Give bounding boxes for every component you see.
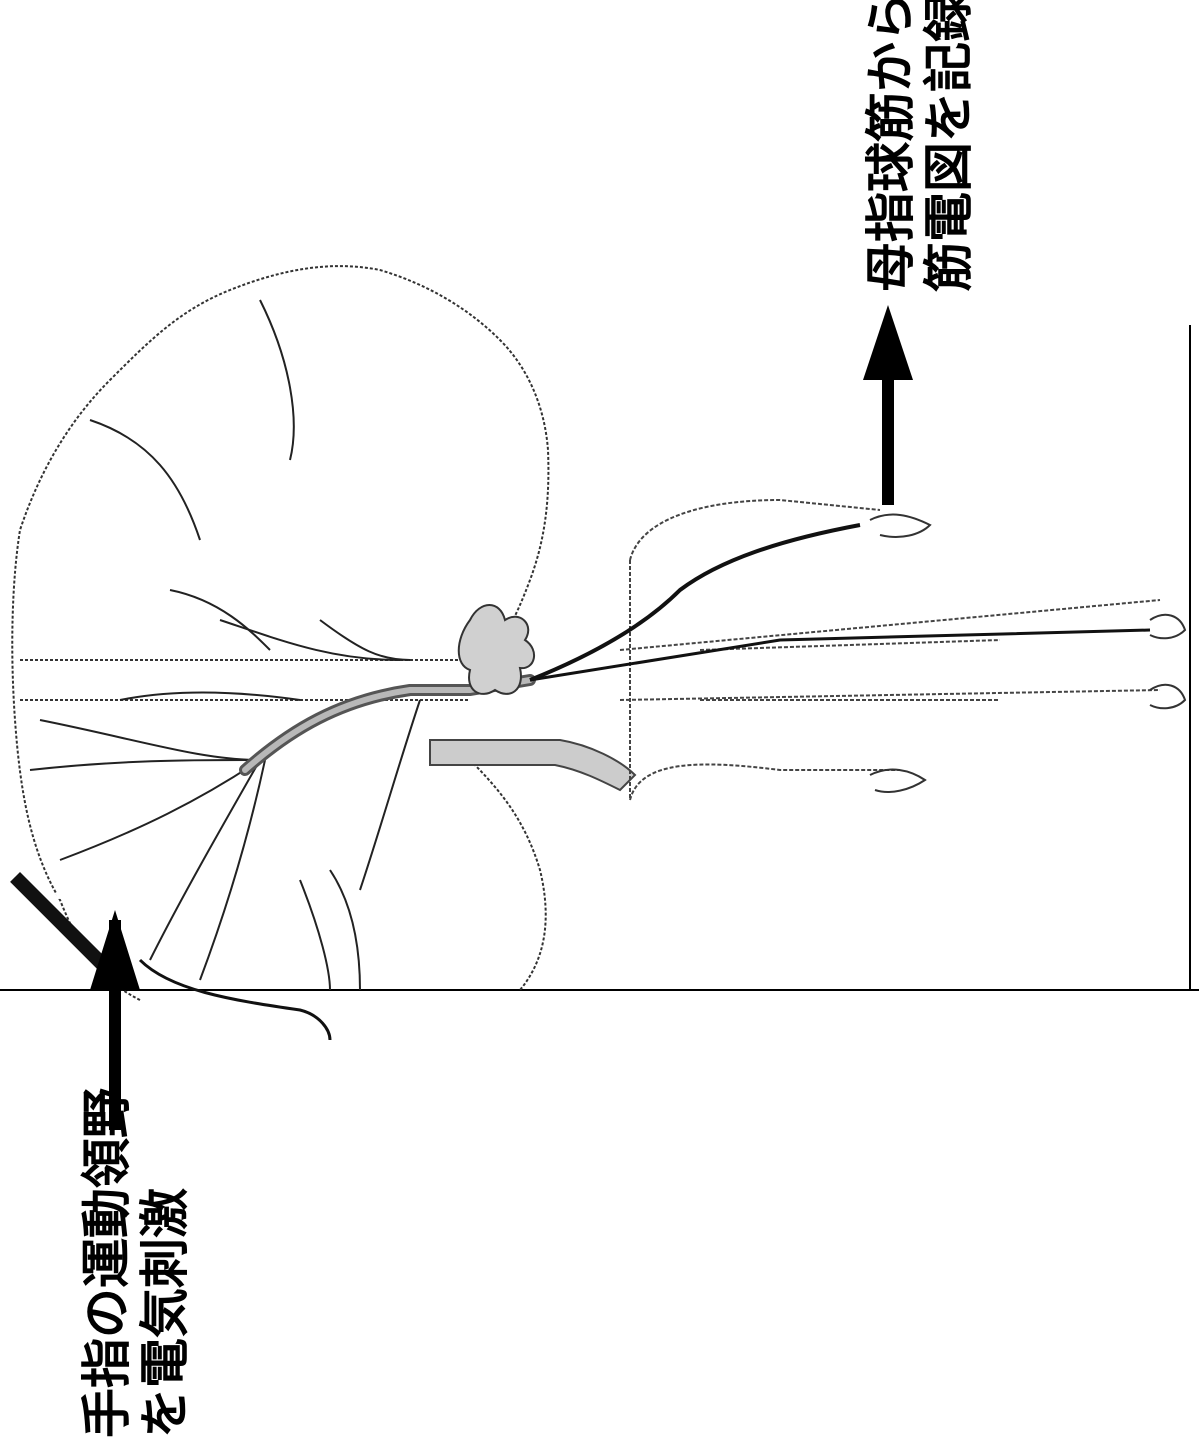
stimulation-label-line1: 手指の運動領野 (78, 1088, 136, 1438)
spinal-cord (430, 740, 635, 790)
peripheral-nerve (530, 525, 860, 680)
stimulation-label-line2: を電気刺激 (136, 1088, 194, 1438)
recording-arrowhead (863, 305, 913, 380)
brain-sulci (30, 300, 420, 990)
recording-label-line2: 筋電図を記録 (920, 0, 978, 292)
stimulation-label: 手指の運動領野 を電気刺激 (78, 1088, 194, 1438)
recording-label: 母指球筋から 筋電図を記録 (862, 0, 978, 292)
hand-outline (870, 515, 1185, 792)
recording-label-line1: 母指球筋から (862, 0, 920, 292)
stimulation-electrode (10, 872, 330, 1040)
body-outline (620, 500, 1160, 800)
